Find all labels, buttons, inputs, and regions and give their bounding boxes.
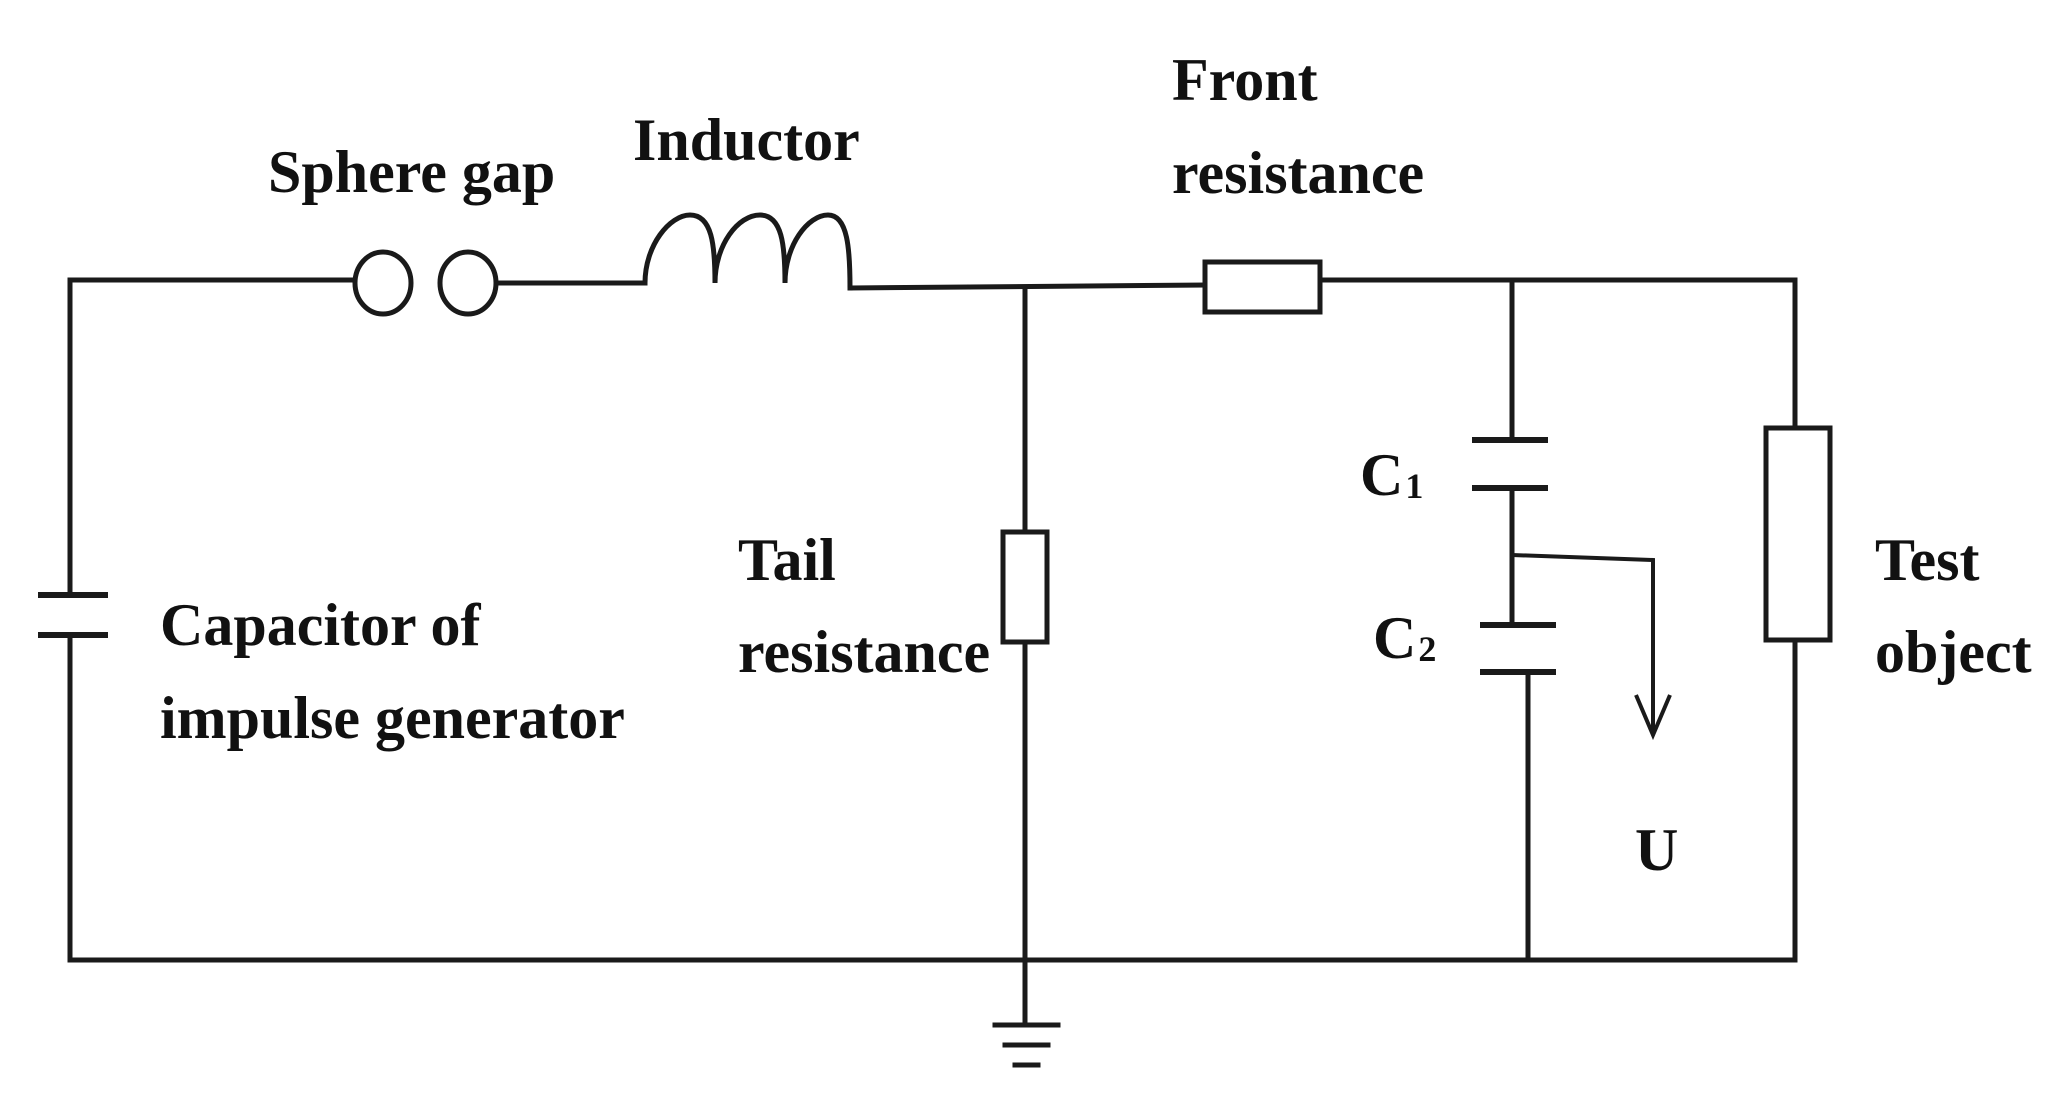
capacitor-label-line2: impulse generator [160,685,625,751]
sphere-gap-label: Sphere gap [268,139,555,205]
c1-label-main: C [1360,442,1403,508]
tail-resistance-label-line1: Tail [738,527,836,593]
tail-resistance-label-line2: resistance [738,619,990,685]
tail-resistor-symbol [1000,529,1050,645]
measurement-arrow [1511,553,1672,741]
front-resistor-symbol [1202,259,1323,315]
front-resistance-label-line2: resistance [1172,140,1424,206]
inductor-symbol [642,212,853,291]
c1-label-sub: 1 [1405,466,1423,506]
capacitor-label-line1: Capacitor of [160,592,482,658]
front-resistance-label-line1: Front [1172,47,1318,113]
sphere-gap-symbol [352,249,499,317]
voltage-label: U [1635,817,1678,883]
generator-capacitor-symbol [38,592,108,638]
test-object-symbol [1763,425,1833,643]
c2-label-sub: 2 [1418,629,1436,669]
c2-capacitor-symbol [1480,622,1556,675]
test-object-label-line1: Test [1875,527,1979,593]
c2-label: C2 [1373,605,1436,671]
test-object-label-line2: object [1875,619,2032,685]
c1-label: C1 [1360,442,1423,508]
c1-capacitor-symbol [1472,437,1548,491]
c2-label-main: C [1373,605,1416,671]
ground-symbol [992,1022,1061,1068]
inductor-label: Inductor [633,107,860,173]
